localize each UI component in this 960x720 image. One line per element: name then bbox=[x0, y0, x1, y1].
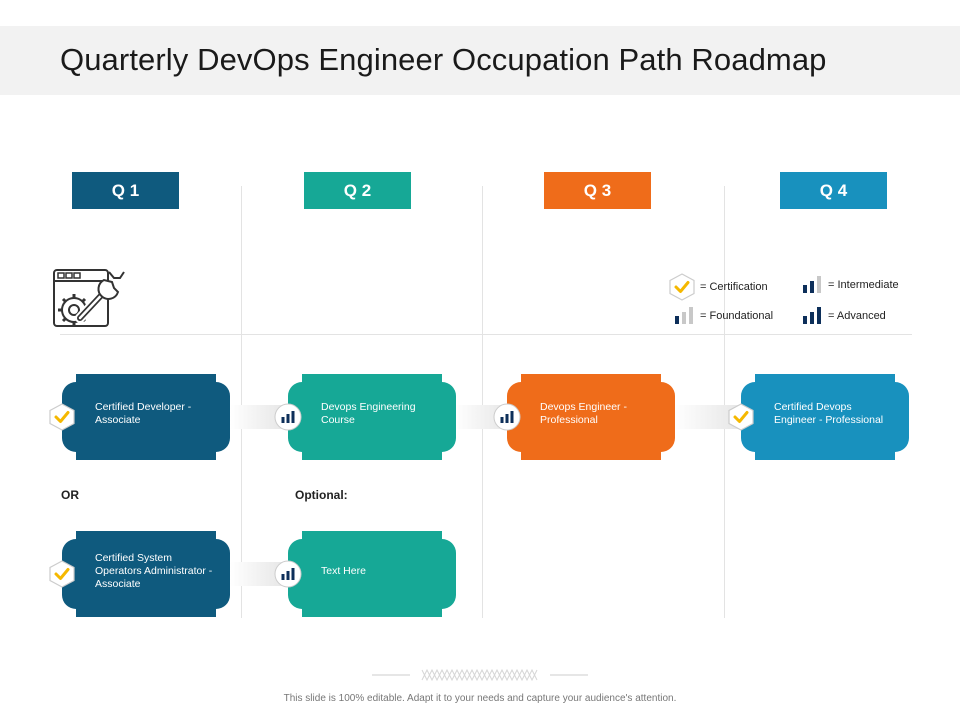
card-text-here: Text Here bbox=[288, 531, 456, 617]
card-certified-sysops: Certified System Operators Administrator… bbox=[62, 531, 230, 617]
card-certified-devops-professional: Certified Devops Engineer - Professional bbox=[741, 374, 909, 460]
footer-note: This slide is 100% editable. Adapt it to… bbox=[283, 693, 677, 704]
certification-check-icon bbox=[728, 403, 754, 431]
or-label: OR bbox=[61, 488, 79, 502]
card-label: Certified Devops Engineer - Professional bbox=[774, 401, 884, 426]
card-label: Text Here bbox=[321, 564, 366, 577]
card-label: Certified System Operators Administrator… bbox=[95, 551, 213, 590]
quarter-header-q4: Q 4 bbox=[780, 172, 887, 209]
quarter-header-q2: Q 2 bbox=[304, 172, 411, 209]
intermediate-level-icon bbox=[274, 560, 302, 588]
column-divider bbox=[482, 186, 483, 618]
card-devops-professional: Devops Engineer - Professional bbox=[507, 374, 675, 460]
legend-foundational-label: = Foundational bbox=[700, 310, 774, 322]
intermediate-level-icon bbox=[274, 403, 302, 431]
intermediate-level-icon bbox=[493, 403, 521, 431]
certification-check-icon bbox=[49, 560, 75, 588]
certification-check-icon bbox=[669, 273, 695, 301]
legend-advanced: = Advanced bbox=[800, 307, 886, 325]
card-label: Devops Engineering Course bbox=[321, 401, 416, 426]
optional-label: Optional: bbox=[295, 488, 348, 502]
foundational-level-icon bbox=[675, 307, 693, 324]
card-label: Devops Engineer - Professional bbox=[540, 401, 627, 426]
footer-decoration bbox=[372, 668, 588, 682]
intermediate-level-icon bbox=[803, 276, 821, 293]
page-title: Quarterly DevOps Engineer Occupation Pat… bbox=[60, 42, 827, 77]
column-divider bbox=[724, 186, 725, 618]
advanced-level-icon bbox=[803, 307, 821, 324]
row-divider bbox=[60, 334, 912, 335]
card-label: Certified Developer - Associate bbox=[95, 401, 192, 426]
settings-wrench-icon bbox=[53, 269, 125, 327]
card-certified-developer: Certified Developer - Associate bbox=[62, 374, 230, 460]
card-devops-course: Devops Engineering Course bbox=[288, 374, 456, 460]
column-divider bbox=[241, 186, 242, 618]
legend-certification-label: = Certification bbox=[700, 281, 768, 293]
legend-foundational: = Foundational bbox=[672, 307, 773, 325]
quarter-header-q1: Q 1 bbox=[72, 172, 179, 209]
quarter-header-q3: Q 3 bbox=[544, 172, 651, 209]
certification-check-icon bbox=[49, 403, 75, 431]
legend-advanced-label: = Advanced bbox=[828, 310, 886, 322]
title-bar bbox=[0, 26, 960, 95]
legend-certification: = Certification bbox=[668, 273, 768, 301]
legend-intermediate-label: = Intermediate bbox=[828, 279, 899, 291]
legend-intermediate: = Intermediate bbox=[800, 276, 899, 294]
